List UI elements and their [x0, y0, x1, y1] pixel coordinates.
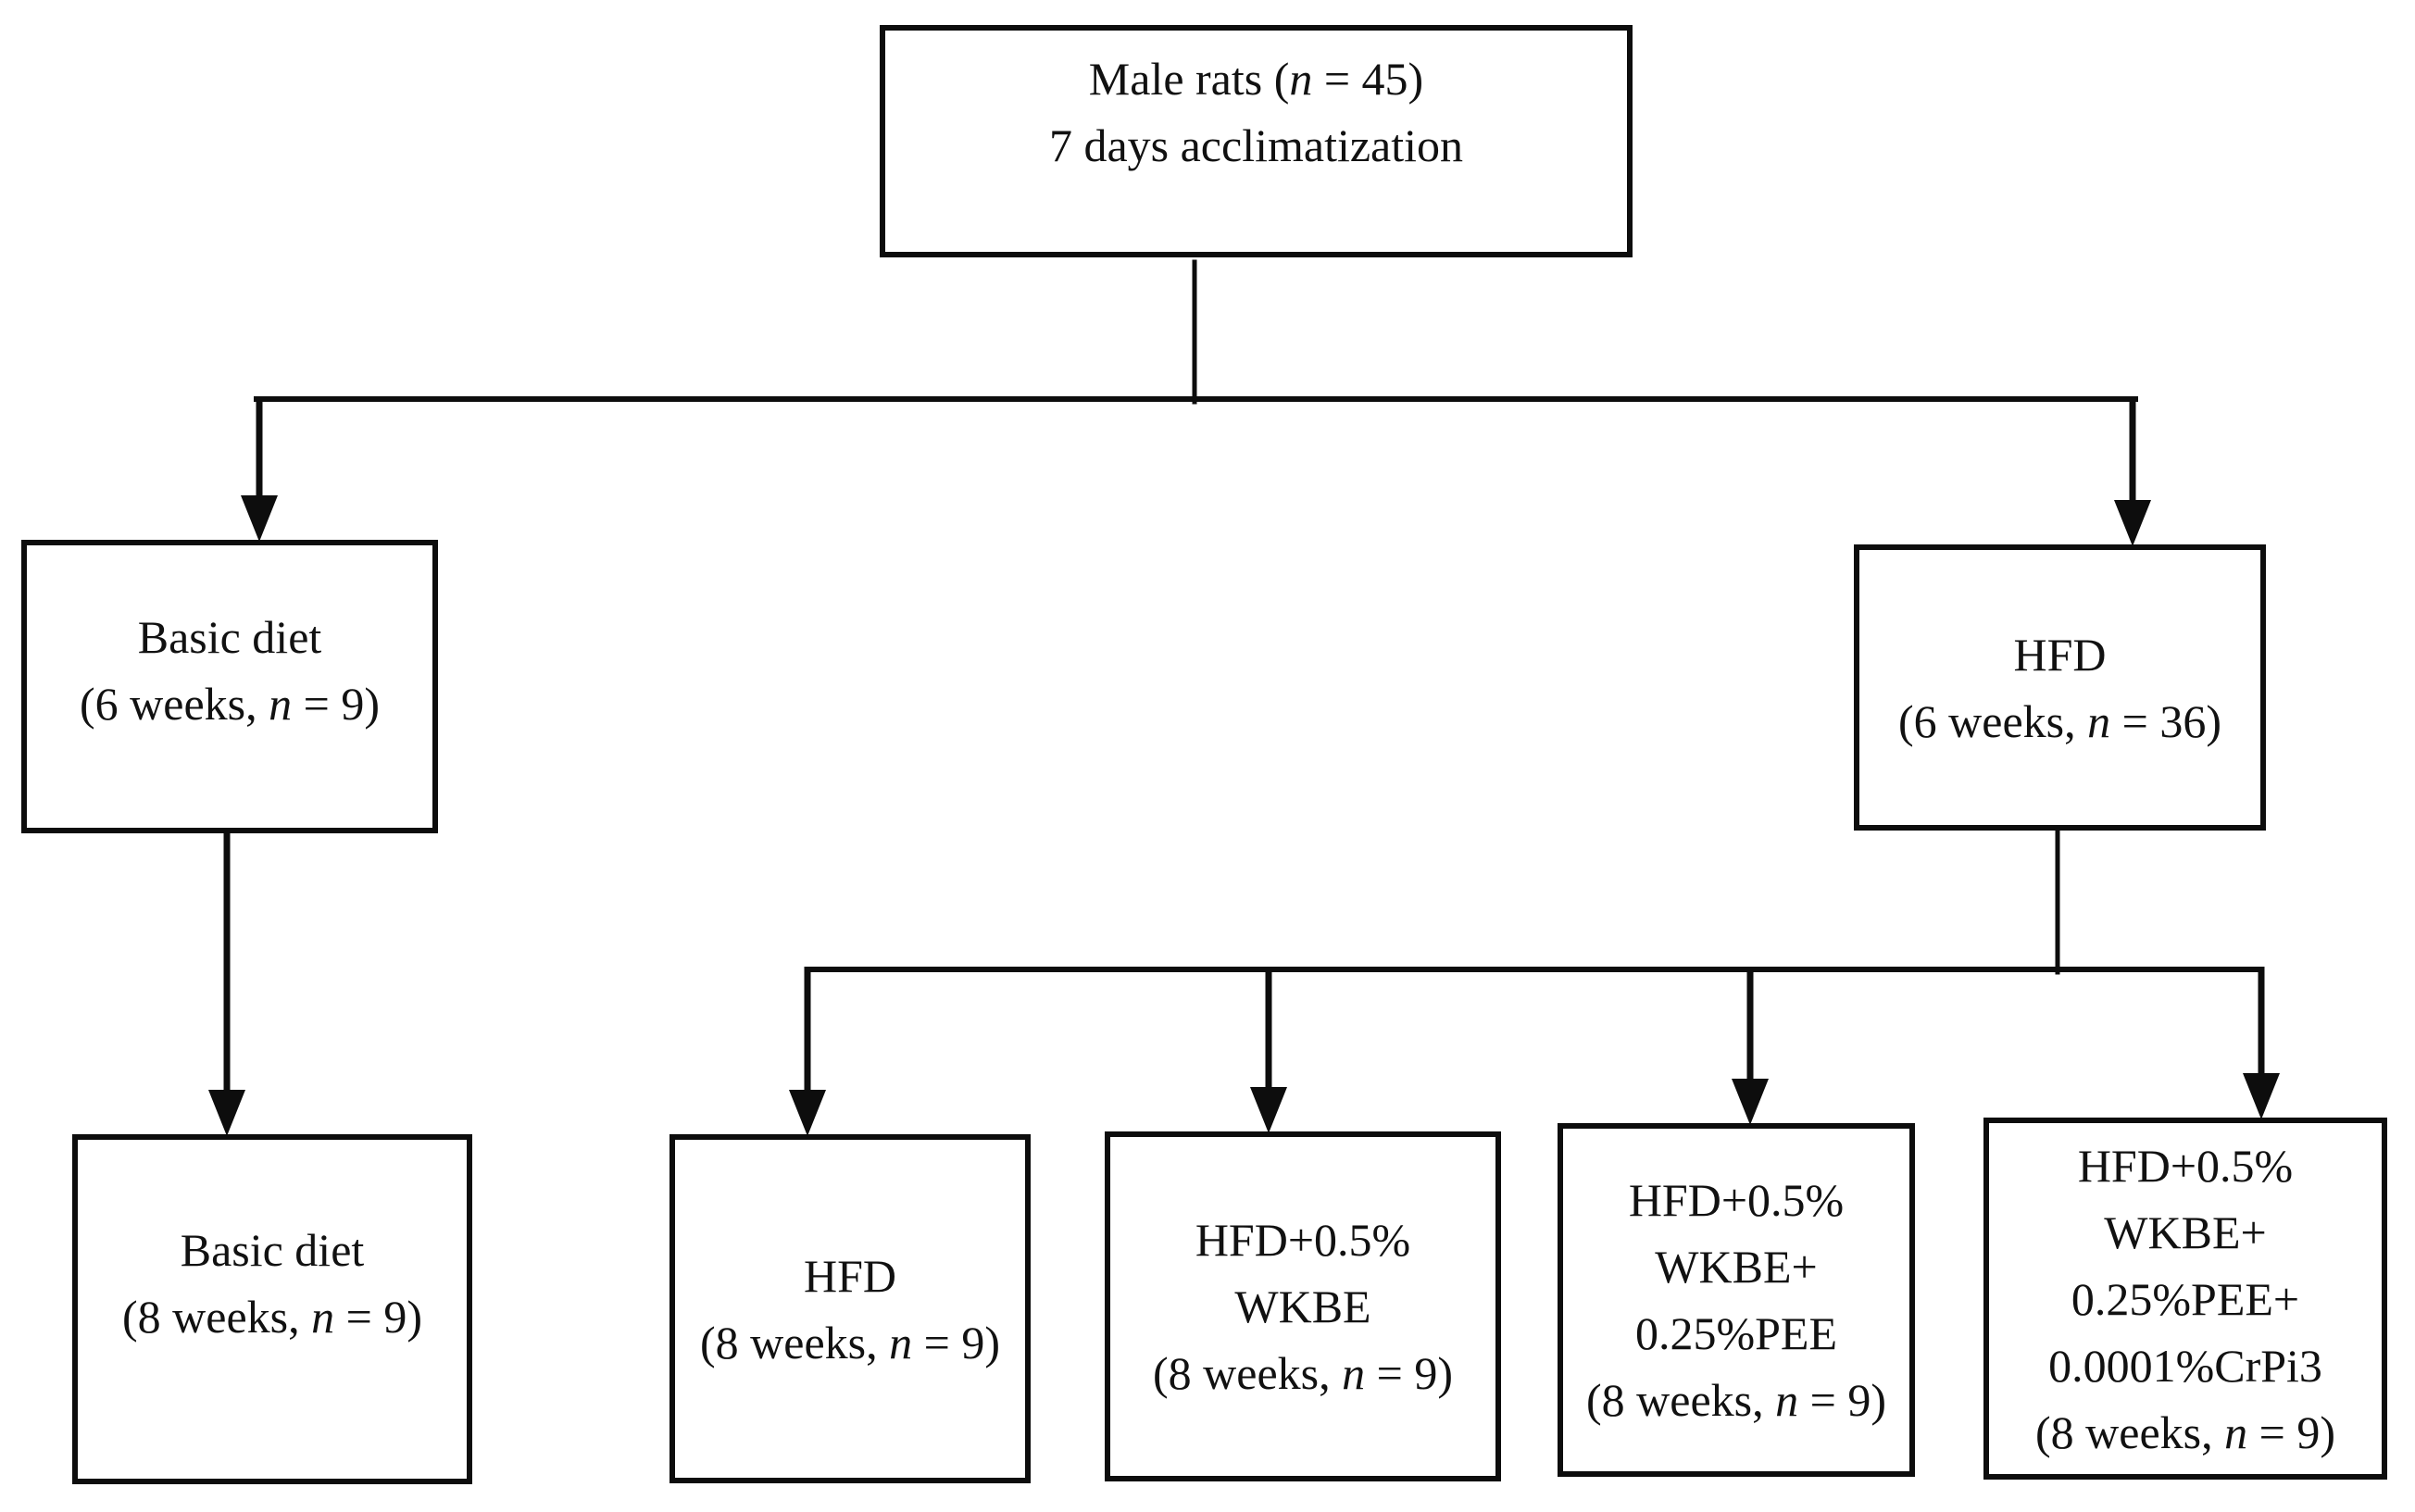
arrowhead-down-icon	[2114, 500, 2151, 546]
node-text-line: Basic diet	[180, 1224, 365, 1276]
arrowhead-down-icon	[2243, 1073, 2280, 1119]
flow-node-hfd-wkbe-8w: HFD+0.5% WKBE (8 weeks, n = 9)	[1105, 1131, 1501, 1481]
arrowhead-down-icon	[208, 1090, 245, 1136]
node-text-line: WKBE+	[1655, 1241, 1818, 1293]
flow-node-basic-diet-6w: Basic diet (6 weeks, n = 9)	[21, 540, 438, 833]
arrowhead-down-icon	[789, 1090, 826, 1136]
node-text-line: HFD+0.5%	[1195, 1214, 1411, 1266]
flow-node-hfd-wkbe-pee-8w: HFD+0.5% WKBE+ 0.25%PEE (8 weeks, n = 9)	[1558, 1123, 1915, 1477]
node-text-line: (8 weeks, n = 9)	[1153, 1347, 1453, 1399]
node-text-line: 7 days acclimatization	[1048, 119, 1464, 171]
node-text-line: (8 weeks, n = 9)	[700, 1316, 1000, 1368]
node-text-line: (8 weeks, n = 9)	[1586, 1374, 1886, 1426]
flow-node-hfd-8w: HFD (8 weeks, n = 9)	[669, 1134, 1031, 1483]
node-text-line: (6 weeks, n = 36)	[1898, 694, 2221, 747]
node-text-line: HFD+0.5%	[2077, 1139, 2294, 1192]
arrowhead-down-icon	[1250, 1087, 1287, 1133]
node-text-line: (8 weeks, n = 9)	[2035, 1406, 2335, 1458]
flow-node-hfd-wkbe-pee-crpi3-8w: HFD+0.5% WKBE+ 0.25%PEE+ 0.0001%CrPi3 (8 wee…	[1983, 1118, 2387, 1480]
node-text-line: Male rats (n = 45)	[1088, 53, 1424, 105]
node-text-line: 0.0001%CrPi3	[2048, 1339, 2322, 1392]
flow-node-hfd-6w: HFD (6 weeks, n = 36)	[1854, 544, 2266, 831]
arrowhead-down-icon	[241, 495, 278, 542]
node-text-line: HFD+0.5%	[1628, 1174, 1845, 1226]
node-text-line: 0.25%PEE	[1634, 1307, 1838, 1359]
node-text-line: Basic diet	[137, 610, 322, 663]
node-text-line: WKBE	[1234, 1281, 1371, 1332]
flow-node-acclimatization: Male rats (n = 45) 7 days acclimatization	[880, 25, 1633, 257]
node-text-line: (8 weeks, n = 9)	[122, 1291, 422, 1343]
node-text-line: (6 weeks, n = 9)	[80, 677, 380, 730]
node-text-line: WKBE+	[2104, 1206, 2267, 1258]
node-text-line: HFD	[2013, 628, 2107, 681]
arrowhead-down-icon	[1732, 1079, 1769, 1125]
flow-node-basic-diet-8w: Basic diet (8 weeks, n = 9)	[72, 1134, 472, 1484]
node-text-line: 0.25%PEE+	[2071, 1272, 2300, 1325]
node-text-line: HFD	[803, 1249, 897, 1302]
